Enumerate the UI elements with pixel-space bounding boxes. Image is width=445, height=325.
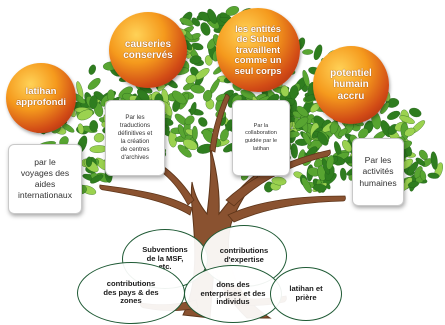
card-activites-humaines: Par les activités humaines (352, 138, 404, 206)
fruit-latihan-approfondi: latihan approfondi (6, 63, 76, 133)
leaf (89, 120, 99, 132)
leaf (189, 55, 202, 65)
leaf (280, 85, 290, 97)
leaf (338, 128, 348, 137)
leaf (87, 78, 101, 90)
leaf (220, 128, 229, 142)
leaf (302, 49, 314, 55)
leaf (317, 131, 329, 146)
branch-left-low (99, 184, 193, 216)
root-text: contributions d'expertise (219, 246, 269, 264)
leaf (191, 17, 201, 27)
leaf (190, 84, 205, 94)
leaf (294, 116, 309, 129)
leaf (296, 105, 309, 117)
leaf (90, 174, 104, 184)
leaf (88, 64, 96, 75)
leaf (89, 95, 98, 110)
leaf (409, 107, 422, 118)
fruit-label: causeries conservés (123, 38, 173, 61)
fruit-label: latihan approfondi (15, 86, 67, 108)
root-contributions-pays: contributions des pays & des zones (77, 262, 185, 324)
leaf (207, 8, 218, 24)
leaf (419, 170, 427, 181)
branch-center (209, 93, 230, 153)
fruit-potentiel-humain: potentiel humain accru (313, 46, 389, 124)
leaf (358, 128, 369, 139)
leaf (204, 55, 213, 66)
leaf (77, 123, 84, 135)
fruit-label: potentiel humain accru (330, 68, 372, 102)
leaf (183, 82, 195, 91)
root-dons-entreprises: dons des enterprises et des individus (184, 265, 282, 323)
leaf (271, 176, 287, 186)
leaf (302, 69, 310, 88)
card-text: par le voyages des aides internationaux (18, 157, 72, 200)
leaf (342, 140, 352, 153)
leaf (192, 125, 198, 141)
leaf (203, 89, 213, 102)
leaf (185, 74, 197, 84)
leaf (430, 151, 438, 170)
leaf (399, 115, 415, 124)
leaf (77, 109, 94, 121)
leaf (191, 42, 204, 51)
root-text: latihan et prière (289, 284, 323, 302)
fruit-causeries-conserves: causeries conservés (109, 12, 187, 88)
root-latihan-priere: latihan et prière (270, 267, 342, 321)
leaf (171, 90, 187, 105)
card-voyages-aides: par le voyages des aides internationaux (8, 144, 82, 214)
leaf (184, 115, 195, 126)
leaf (313, 44, 323, 61)
leaf (302, 132, 312, 146)
fruit-entites-subud: les entités de Subud travaillent comme u… (216, 8, 300, 92)
root-text: contributions des pays & des zones (103, 278, 159, 306)
leaf (427, 172, 440, 179)
leaf (200, 22, 211, 36)
leaf (290, 143, 298, 159)
leaf (183, 138, 198, 151)
leaf (415, 157, 426, 166)
leaf (93, 133, 105, 143)
leaf (387, 110, 401, 120)
leaf (339, 167, 347, 181)
fruit-label: les entités de Subud travaillent comme u… (234, 22, 282, 76)
leaf (407, 181, 419, 188)
leaf (85, 156, 93, 168)
card-traductions: Par les traductions définitives et la cr… (105, 100, 165, 176)
root-text: dons des enterprises et des individus (200, 279, 266, 307)
leaf (404, 127, 416, 137)
leaf (326, 155, 335, 170)
leaf (198, 117, 208, 127)
leaf (179, 17, 194, 26)
card-collaboration: Par la collaboration guidée par le latih… (232, 100, 290, 176)
leaf (190, 101, 197, 116)
card-text: Par les traductions définitives et la cr… (117, 113, 153, 162)
card-text: Par les activités humaines (359, 155, 397, 188)
leaf (301, 177, 312, 194)
leaf (313, 183, 327, 192)
leaf (407, 161, 419, 175)
card-text: Par la collaboration guidée par le latih… (244, 122, 278, 152)
branch-right-low (227, 195, 346, 223)
leaf (289, 85, 299, 100)
root-text: Subventions de la MSF, etc. (142, 244, 188, 272)
